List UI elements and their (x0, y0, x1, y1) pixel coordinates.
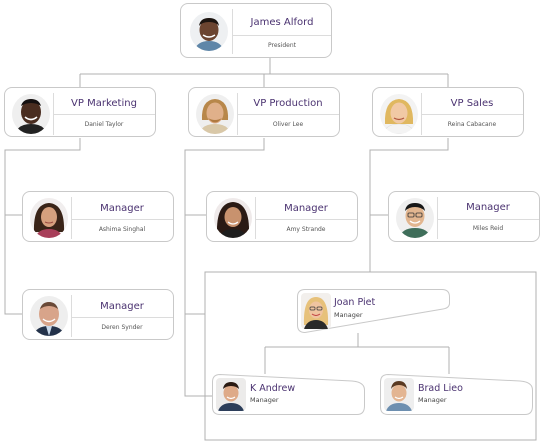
card-divider (233, 35, 331, 36)
card-divider (421, 114, 523, 115)
avatar (190, 12, 228, 51)
card-divider (71, 317, 173, 318)
card-title: Manager (284, 203, 328, 214)
card-shape (212, 374, 365, 415)
card-president[interactable]: James Alford President (180, 3, 332, 58)
card-title: Manager (100, 203, 144, 214)
card-manager-ashima[interactable]: Manager Ashima Singhal (22, 191, 174, 242)
card-divider (437, 219, 539, 220)
card-title: VP Sales (450, 98, 494, 109)
card-title: Brad Lieo (418, 383, 463, 394)
connector-joan-reports (264, 333, 450, 374)
avatar (30, 198, 68, 238)
group-frame (204, 271, 537, 441)
photo-frame (10, 93, 54, 135)
card-divider (237, 114, 339, 115)
photo-frame (378, 93, 422, 135)
avatar (301, 293, 331, 329)
avatar (380, 94, 418, 134)
card-title: James Alford (250, 17, 314, 28)
card-subtitle: Oliver Lee (272, 121, 304, 128)
card-k-andrew[interactable]: K Andrew Manager (212, 374, 365, 415)
photo-frame (394, 197, 438, 239)
connector-president-vps (79, 58, 449, 88)
card-brad-lieo[interactable]: Brad Lieo Manager (380, 374, 533, 415)
card-vp-marketing[interactable]: VP Marketing Daniel Taylor (4, 87, 156, 137)
card-title: Manager (466, 202, 510, 213)
connector-production-managers (184, 138, 265, 397)
avatar (12, 94, 50, 134)
card-shape (380, 374, 533, 415)
card-subtitle: President (268, 42, 296, 49)
card-joan-piet[interactable]: Joan Piet Manager (297, 289, 450, 333)
card-manager-miles[interactable]: Manager Miles Reid (388, 191, 540, 242)
card-divider (53, 114, 155, 115)
card-subtitle: Daniel Taylor (84, 121, 124, 128)
card-shape (297, 289, 450, 333)
card-manager-deren[interactable]: Manager Deren Synder (22, 289, 174, 340)
avatar (396, 198, 434, 238)
card-subtitle: Miles Reid (472, 225, 504, 232)
avatar (216, 378, 246, 411)
card-divider (255, 219, 357, 220)
card-vp-production[interactable]: VP Production Oliver Lee (188, 87, 340, 137)
card-subtitle: Manager (418, 396, 447, 404)
photo-frame (212, 197, 256, 239)
card-subtitle: Deren Synder (101, 324, 143, 331)
photo-frame (186, 9, 233, 54)
card-title: Manager (100, 301, 144, 312)
card-vp-sales[interactable]: VP Sales Reina Cabacane (372, 87, 524, 137)
photo-frame (28, 197, 72, 239)
card-title: VP Production (253, 98, 323, 109)
avatar (384, 378, 414, 411)
card-title: Joan Piet (334, 297, 376, 308)
card-subtitle: Amy Strande (286, 226, 326, 233)
card-manager-amy[interactable]: Manager Amy Strande (206, 191, 358, 242)
card-title: VP Marketing (71, 98, 137, 109)
card-subtitle: Ashima Singhal (98, 226, 146, 233)
connector-sales-managers (369, 138, 449, 272)
photo-frame (194, 93, 238, 135)
card-subtitle: Manager (250, 396, 279, 404)
connector-marketing-managers (4, 138, 81, 315)
card-subtitle: Manager (334, 311, 363, 319)
avatar (30, 296, 68, 336)
avatar (196, 94, 234, 134)
card-divider (71, 219, 173, 220)
card-title: K Andrew (250, 383, 296, 394)
avatar (214, 198, 252, 238)
photo-frame (28, 295, 72, 337)
card-subtitle: Reina Cabacane (447, 121, 497, 128)
